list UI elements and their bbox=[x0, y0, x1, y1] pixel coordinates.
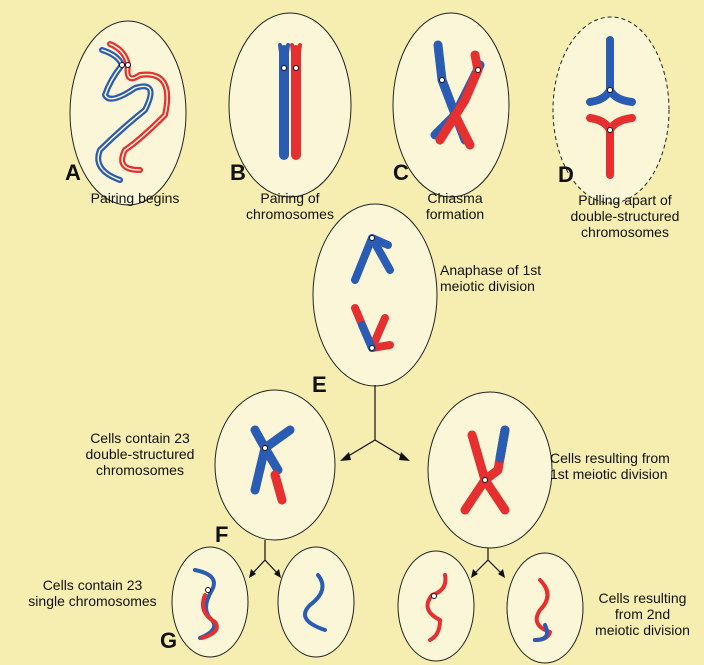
caption-line: double-structured bbox=[570, 208, 680, 224]
caption-line: Cells contain 23 bbox=[42, 577, 143, 593]
cell-g-1 bbox=[171, 546, 249, 658]
caption-line: Pulling apart of bbox=[578, 192, 672, 208]
caption-line: chromosomes bbox=[246, 206, 334, 222]
stage-letter-a: A bbox=[65, 160, 81, 185]
cell-f-right bbox=[427, 391, 553, 549]
caption-line: 1st meiotic division bbox=[550, 466, 668, 482]
caption-line: meiotic division bbox=[595, 622, 690, 638]
stage-letter-d: D bbox=[558, 162, 574, 187]
stage-letter-f: F bbox=[215, 522, 229, 547]
caption-line: Cells resulting from bbox=[550, 450, 670, 466]
caption-line: single chromosomes bbox=[28, 593, 157, 609]
cell-e bbox=[312, 203, 438, 387]
caption-a: Pairing begins bbox=[70, 190, 200, 206]
caption-line: chromosomes bbox=[581, 224, 669, 240]
division-arrows bbox=[251, 385, 503, 575]
cell-a bbox=[69, 20, 187, 206]
caption-line: chromosomes bbox=[96, 462, 184, 478]
caption-line: Pairing of bbox=[260, 190, 320, 206]
stage-letter-b: B bbox=[230, 160, 246, 185]
stage-letter-g: G bbox=[160, 628, 178, 653]
cell-d bbox=[552, 16, 670, 204]
caption-line: Anaphase of 1st bbox=[440, 262, 542, 278]
caption-line: double-structured bbox=[85, 446, 195, 462]
caption-line: Cells contain 23 bbox=[90, 430, 190, 446]
cell-g-3 bbox=[397, 550, 475, 662]
stage-letter-c: C bbox=[393, 160, 409, 185]
cell-g-4 bbox=[506, 552, 584, 664]
caption-line: Pairing begins bbox=[90, 190, 180, 206]
caption-line: Cells resulting bbox=[598, 590, 687, 606]
caption-line: Chiasma bbox=[427, 190, 483, 206]
caption-line: formation bbox=[425, 206, 485, 222]
caption-line: meiotic division bbox=[440, 278, 535, 294]
caption-line: from 2nd bbox=[614, 606, 671, 622]
stage-letter-e: E bbox=[312, 372, 327, 397]
cell-b bbox=[228, 12, 352, 198]
